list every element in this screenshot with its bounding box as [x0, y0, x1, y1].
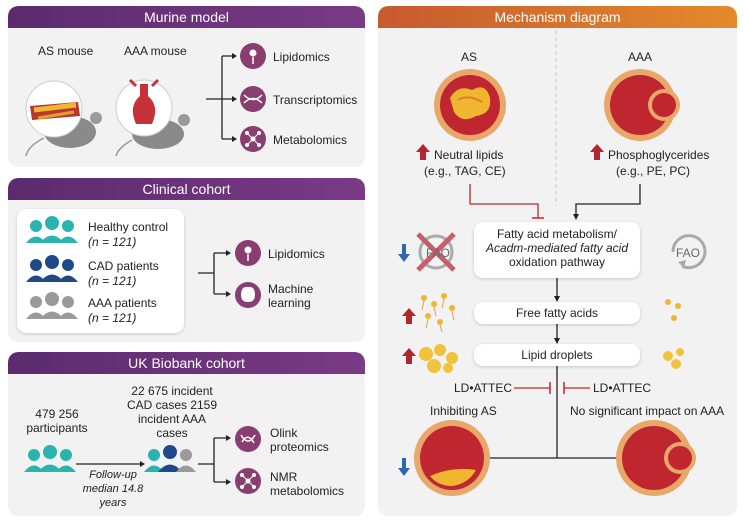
as-label: AS — [461, 50, 478, 64]
murine-output-lipidomics: Lipidomics — [273, 50, 330, 64]
aaa-lipids-label: Phosphoglycerides — [608, 148, 710, 162]
ldattec-left-label: LD•ATTEC — [454, 381, 512, 395]
pathway-line-1: Fatty acid metabolism/ — [496, 227, 618, 241]
fao-cycle-icon — [671, 234, 707, 270]
incident-people-icon — [144, 445, 196, 472]
murine-output-transcriptomics: Transcriptomics — [273, 93, 358, 107]
up-arrow-icon — [402, 308, 416, 324]
lipid-droplets-right-icon — [663, 348, 684, 369]
healthy-people-icon — [26, 216, 78, 243]
cad-patients-n: (n = 121) — [88, 274, 137, 288]
ldattec-right-label: LD•ATTEC — [593, 381, 651, 395]
followup-label: Follow-up median 14.8 years — [82, 469, 144, 509]
aaa-result-vessel-icon — [616, 420, 696, 496]
fatty-acids-icon — [421, 293, 455, 325]
aaa-people-icon — [26, 292, 78, 319]
proteomics-icon — [235, 426, 261, 452]
aaa-patients-label: AAA patients — [88, 296, 157, 310]
down-arrow-icon — [398, 458, 410, 476]
biobank-graphics — [24, 426, 261, 494]
murine-output-metabolomics: Metabolomics — [273, 133, 348, 147]
up-arrow-icon — [416, 144, 430, 160]
fatty-acid-tails — [421, 298, 455, 333]
up-arrow-icon — [402, 348, 416, 364]
clinical-panel: Clinical cohort Healthy control (n = 121… — [8, 178, 365, 342]
as-mouse-label: AS mouse — [38, 44, 94, 58]
clinical-output-ml: Machine learning — [268, 282, 314, 310]
aaa-label: AAA — [628, 50, 653, 64]
pathway-line-3: oxidation pathway — [508, 255, 606, 269]
free-fatty-acids-box: Free fatty acids — [474, 302, 640, 324]
aaa-vessel-icon — [604, 69, 680, 141]
lipid-droplets-box: Lipid droplets — [474, 344, 640, 366]
pathway-line-2: Acadm-mediated fatty acid — [485, 241, 629, 255]
pathway-box: Fatty acid metabolism/ Acadm-mediated fa… — [474, 222, 640, 278]
clinical-header: Clinical cohort — [8, 178, 365, 200]
healthy-control-n: (n = 121) — [88, 235, 137, 249]
biobank-header: UK Biobank cohort — [8, 352, 365, 374]
cad-patients-label: CAD patients — [88, 259, 159, 273]
murine-graphics — [25, 43, 266, 157]
participants-label: 479 256 participants — [26, 407, 88, 435]
murine-panel: Murine model AS mouse AAA mouse — [8, 6, 365, 167]
fao-left-label: FAO — [426, 246, 451, 260]
clinical-groups-box — [17, 209, 184, 333]
fao-crossed-icon — [416, 232, 456, 272]
as-result-vessel-icon — [414, 420, 490, 496]
clinical-output-lipidomics: Lipidomics — [268, 247, 325, 261]
biobank-output-nmr: NMR metabolomics — [270, 470, 345, 498]
inhibiting-as-label: Inhibiting AS — [430, 404, 497, 418]
biobank-output-olink: Olink proteomics — [270, 426, 329, 454]
aaa-mouse-label: AAA mouse — [124, 44, 187, 58]
as-lipids-example: (e.g., TAG, CE) — [424, 164, 506, 178]
healthy-control-label: Healthy control — [88, 220, 169, 234]
clinical-graphics — [26, 216, 261, 319]
biobank-panel: UK Biobank cohort 479 256 participants 2… — [8, 352, 365, 516]
mechanism-panel: Mechanism diagram — [378, 6, 737, 516]
murine-header: Murine model — [8, 6, 365, 28]
lipid-droplets-icon — [419, 344, 458, 373]
lipid-droplets-label: Lipid droplets — [521, 348, 593, 362]
as-vessel-icon — [434, 69, 506, 141]
participants-people-icon — [24, 445, 76, 472]
cad-people-icon — [26, 255, 78, 282]
down-arrow-icon — [398, 244, 410, 262]
fatty-acids-right-icon — [665, 299, 681, 321]
as-lipids-label: Neutral lipids — [434, 148, 504, 162]
mechanism-graphics — [398, 30, 707, 496]
no-impact-aaa-label: No significant impact on AAA — [570, 404, 725, 418]
aaa-mouse-icon — [115, 78, 190, 157]
as-mouse-icon — [25, 80, 102, 157]
incident-cases-label: 22 675 incident CAD cases 2159 incident … — [126, 384, 218, 440]
aaa-patients-n: (n = 121) — [88, 311, 137, 325]
free-fatty-acids-label: Free fatty acids — [515, 306, 599, 320]
up-arrow-icon — [590, 144, 604, 160]
mechanism-header: Mechanism diagram — [378, 6, 737, 28]
fao-right-label: FAO — [676, 246, 701, 260]
aaa-lipids-example: (e.g., PE, PC) — [616, 164, 691, 178]
